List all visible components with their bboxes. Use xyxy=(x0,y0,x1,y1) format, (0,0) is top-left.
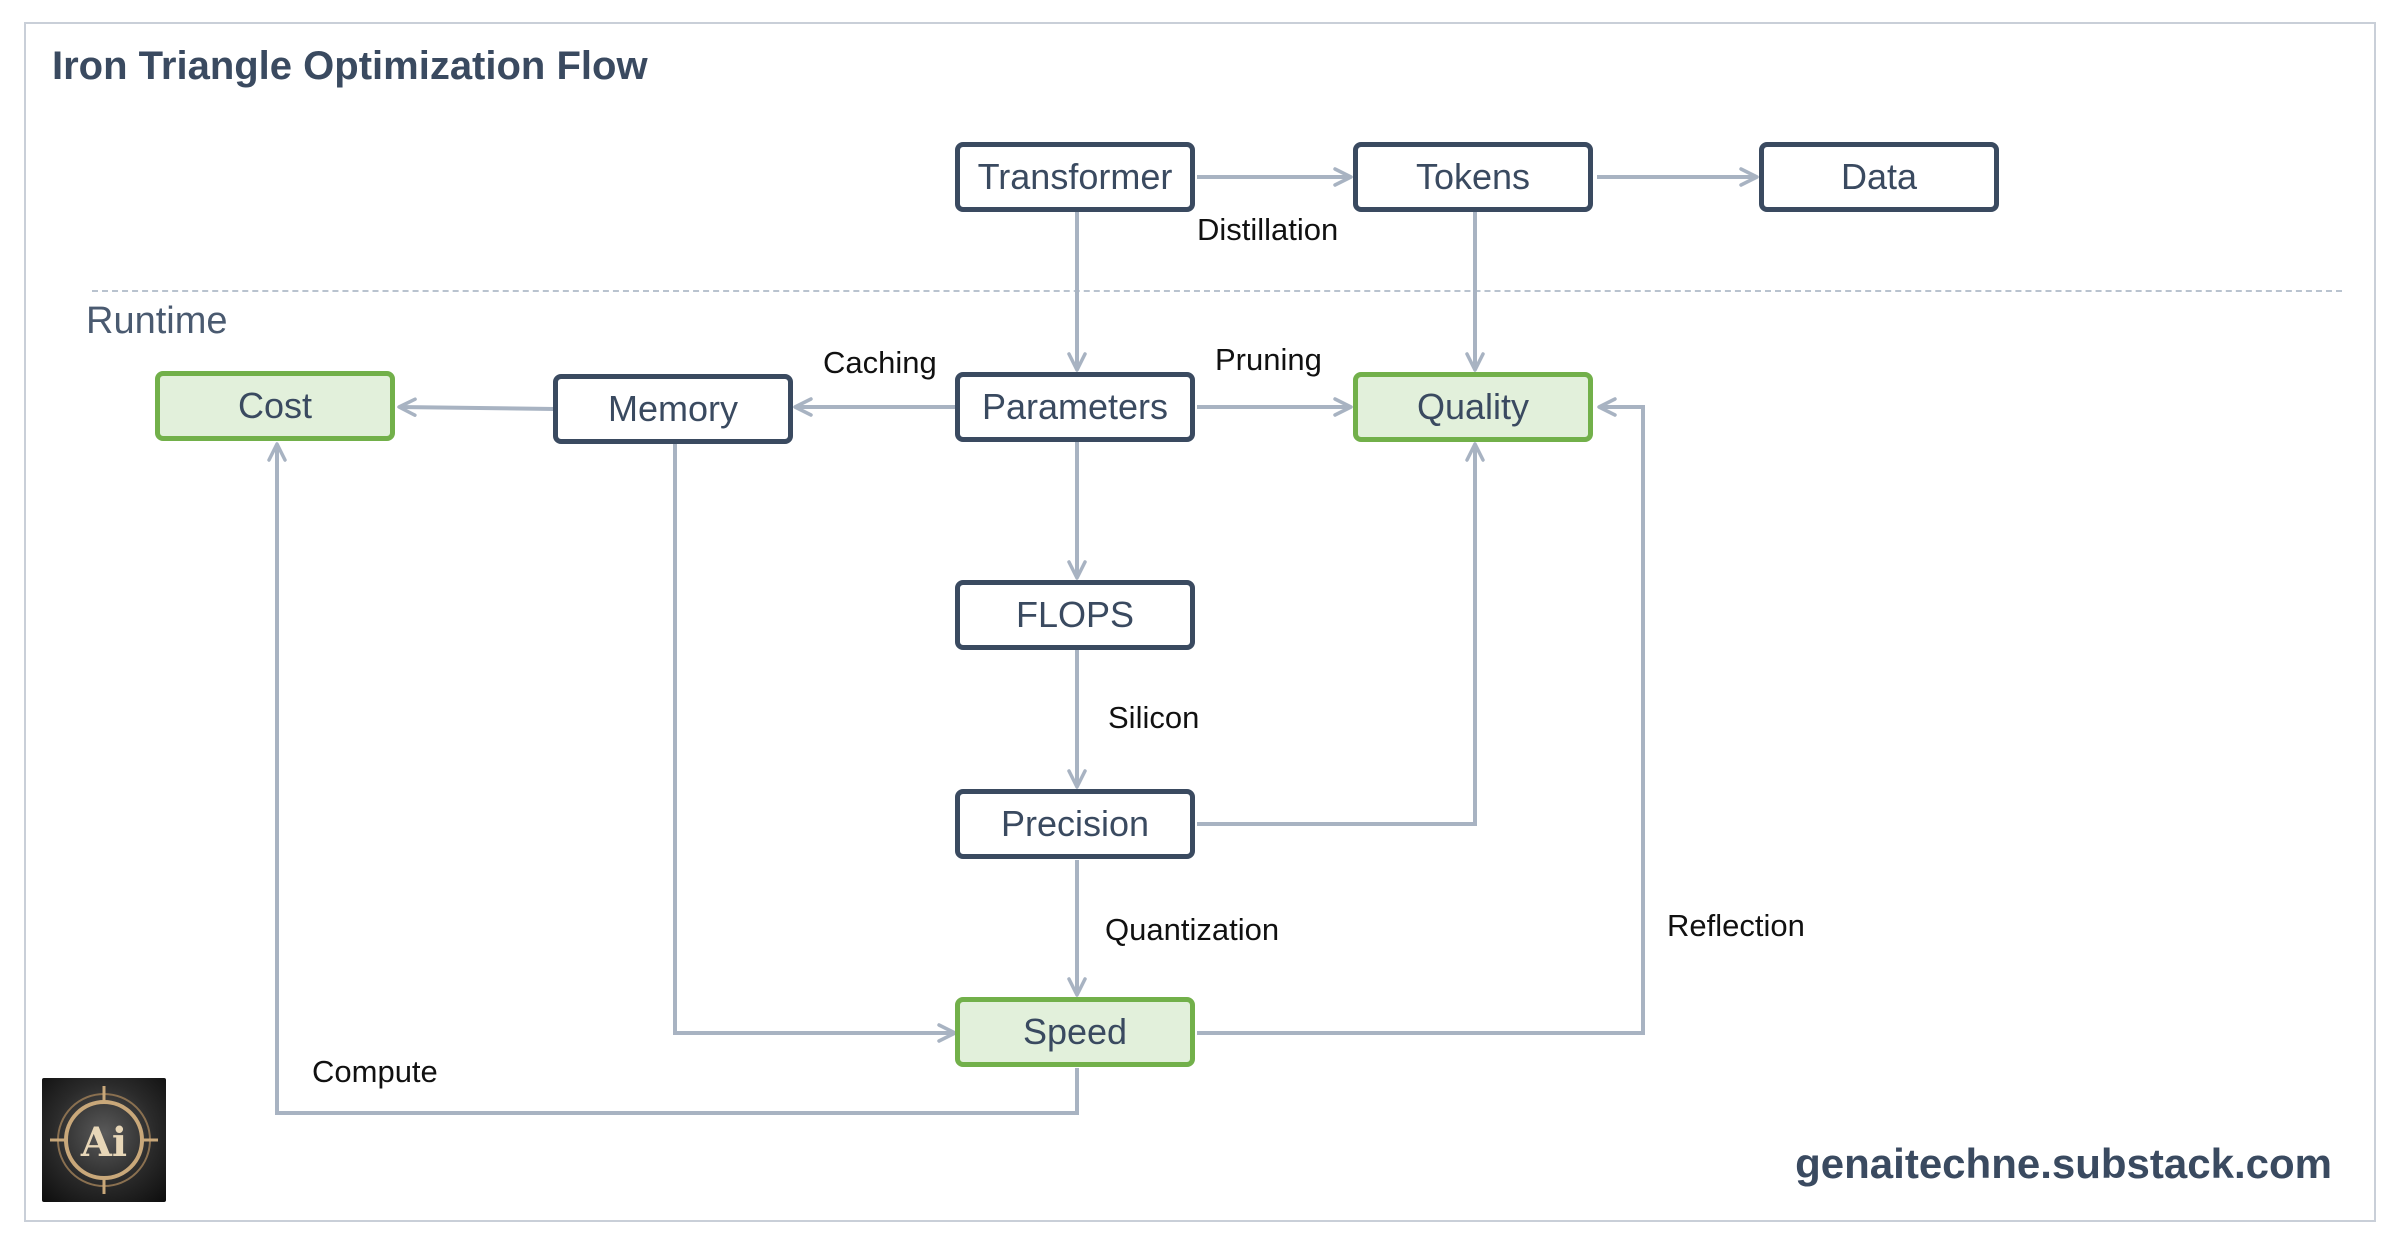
node-precision: Precision xyxy=(955,789,1195,859)
svg-text:Ai: Ai xyxy=(80,1119,127,1166)
edge-label-quantization: Quantization xyxy=(1105,912,1280,947)
node-tokens: Tokens xyxy=(1353,142,1593,212)
edge-label-pruning: Pruning xyxy=(1215,342,1322,377)
edge-label-silicon: Silicon xyxy=(1108,700,1200,735)
runtime-divider xyxy=(92,290,2342,292)
edge-label-caching: Caching xyxy=(823,345,937,380)
ai-logo: Ai xyxy=(42,1078,166,1202)
edge-speed-cost xyxy=(267,442,1079,1115)
edge-label-distillation: Distillation xyxy=(1197,212,1339,247)
diagram-frame xyxy=(24,22,2376,1222)
edge-memory-speed xyxy=(673,444,957,1043)
node-parameters: Parameters xyxy=(955,372,1195,442)
edge-speed-quality xyxy=(1197,397,1645,1035)
edge-label-reflection: Reflection xyxy=(1667,908,1805,943)
node-cost: Cost xyxy=(155,371,395,441)
node-memory: Memory xyxy=(553,374,793,444)
edge-label-compute: Compute xyxy=(312,1054,438,1089)
node-speed: Speed xyxy=(955,997,1195,1067)
footer-site-url: genaitechne.substack.com xyxy=(1795,1140,2332,1187)
runtime-label: Runtime xyxy=(86,300,228,342)
diagram-title: Iron Triangle Optimization Flow xyxy=(52,44,648,88)
node-flops: FLOPS xyxy=(955,580,1195,650)
edge-precision-quality xyxy=(1197,442,1485,826)
node-quality: Quality xyxy=(1353,372,1593,442)
node-data: Data xyxy=(1759,142,1999,212)
edge-memory-cost xyxy=(397,397,556,417)
node-transformer: Transformer xyxy=(955,142,1195,212)
